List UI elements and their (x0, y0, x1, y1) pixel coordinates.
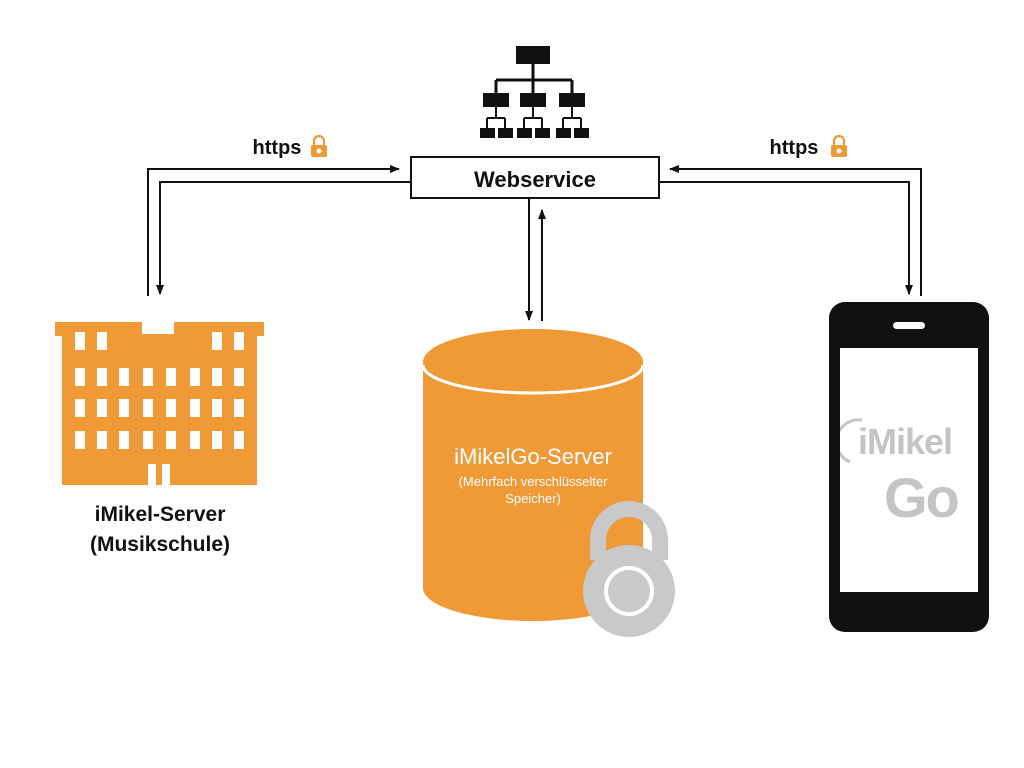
left-https-text: https (253, 137, 302, 159)
smartphone-icon: iMikel Go (829, 302, 989, 632)
building-window (190, 399, 200, 417)
arrow-webservice-to-school (156, 181, 410, 295)
building-window (166, 368, 176, 386)
arrow-phone-to-webservice (669, 165, 922, 296)
central-server-title: iMikelGo-Server (454, 444, 612, 469)
building-window (143, 368, 153, 386)
building-window (212, 332, 222, 350)
building-window (119, 399, 129, 417)
app-logo-text-imikel: iMikel (858, 421, 952, 462)
connection-arrows (147, 165, 922, 321)
building-window (75, 368, 85, 386)
network-hierarchy-icon (480, 46, 589, 138)
building-window (97, 368, 107, 386)
right-https-label: https (770, 134, 847, 159)
building-window (234, 399, 244, 417)
building-window (166, 399, 176, 417)
padlock-icon (583, 501, 675, 637)
building-window (119, 368, 129, 386)
webservice-label: Webservice (474, 167, 596, 192)
padlock-icon (311, 134, 327, 157)
building-window (75, 431, 85, 449)
arrow-webservice-to-phone (660, 181, 913, 295)
building-window (119, 431, 129, 449)
building-icon (55, 322, 264, 485)
app-logo: iMikel Go (840, 418, 961, 529)
central-server-subtitle-line2: Speicher) (505, 491, 561, 506)
building-window (212, 368, 222, 386)
building-window (97, 431, 107, 449)
building-window (97, 399, 107, 417)
database-cylinder-icon (421, 329, 645, 621)
right-https-text: https (770, 137, 819, 159)
building-window (75, 399, 85, 417)
building-window (97, 332, 107, 350)
school-server-label-line2: (Musikschule) (90, 533, 230, 556)
building-window (75, 332, 85, 350)
building-window (143, 431, 153, 449)
building-window (190, 368, 200, 386)
building-window (166, 431, 176, 449)
padlock-icon (831, 134, 847, 157)
arrow-school-to-webservice (147, 165, 400, 296)
left-https-label: https (253, 134, 327, 159)
app-logo-text-go: Go (884, 466, 959, 529)
central-server-subtitle-line1: (Mehrfach verschlüsselter (459, 474, 608, 489)
building-window (212, 431, 222, 449)
building-window (143, 399, 153, 417)
building-window (234, 431, 244, 449)
building-window (190, 431, 200, 449)
building-window (212, 399, 222, 417)
school-server-label-line1: iMikel-Server (95, 503, 226, 526)
building-window (234, 368, 244, 386)
webservice-box: Webservice (410, 156, 660, 199)
building-window (234, 332, 244, 350)
